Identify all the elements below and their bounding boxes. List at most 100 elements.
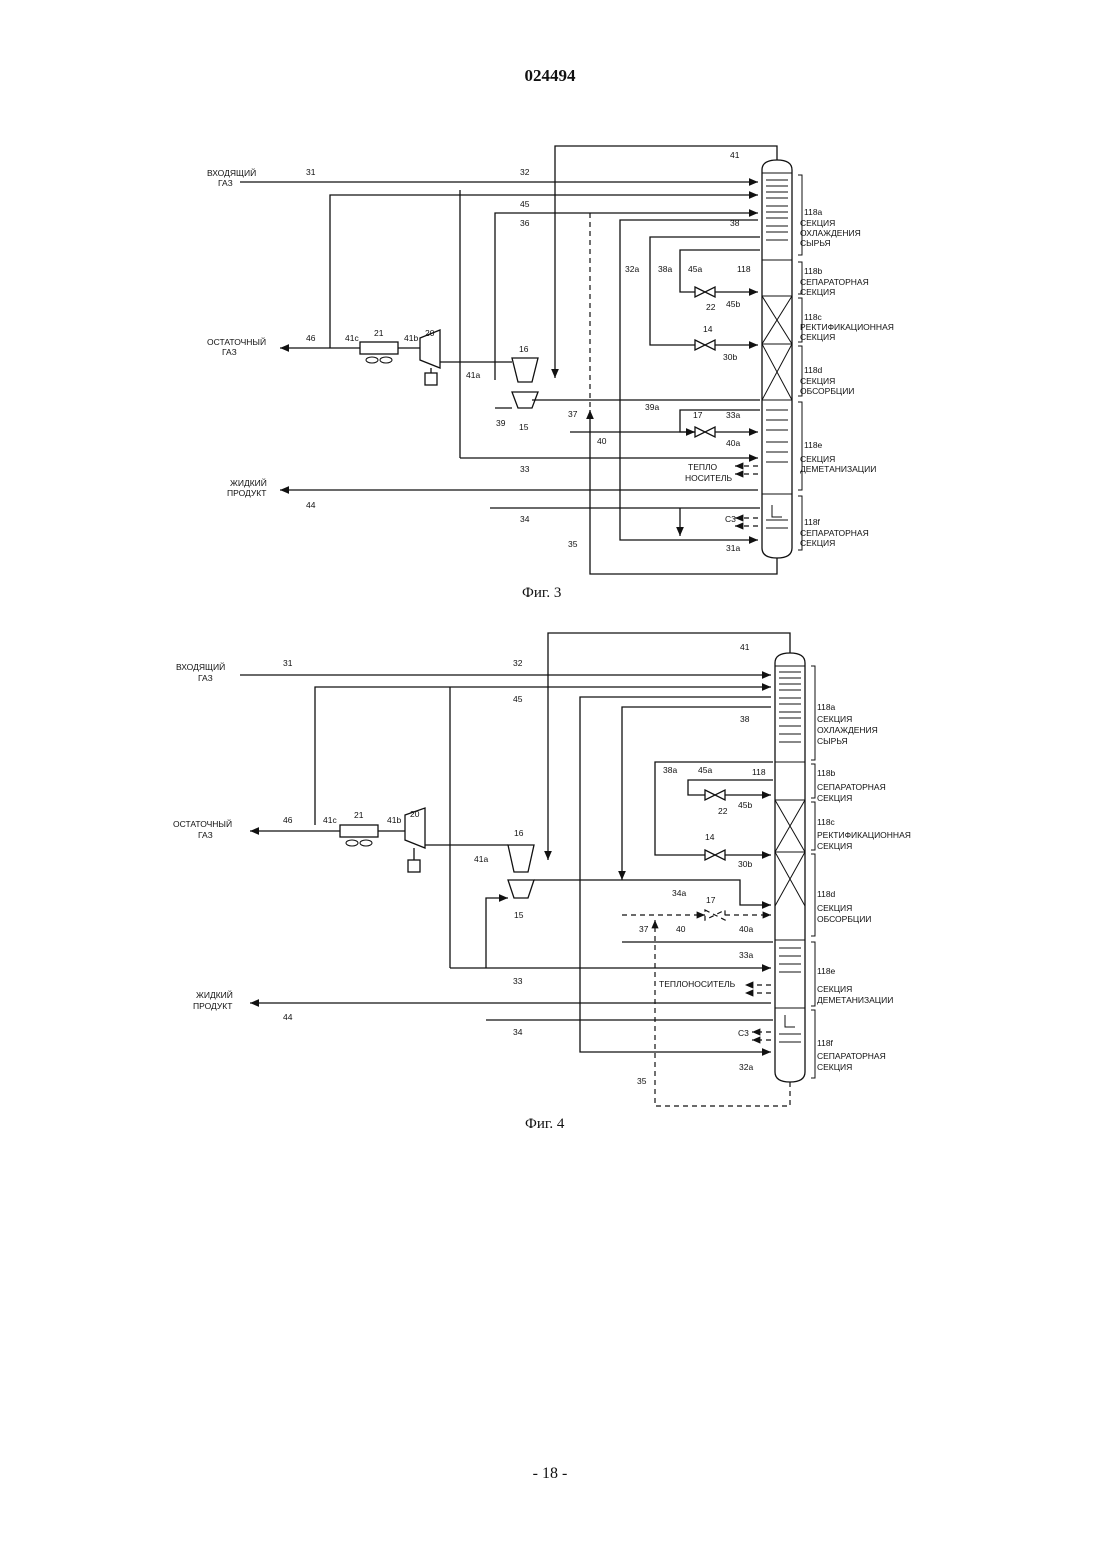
section-118e-line2: ДЕМЕТАНИЗАЦИИ [817,995,893,1005]
tag: 118 [737,264,751,274]
section-118b-id: 118b [804,266,823,276]
tag: 14 [703,324,713,334]
inlet-label-1: ВХОДЯЩИЙ [207,167,256,178]
section-118d-line1: СЕКЦИЯ [817,903,852,913]
section-118a-line1: СЕКЦИЯ [800,218,835,228]
tag: 41a [466,370,480,380]
tag: 45b [738,800,752,810]
tag: 38a [658,264,672,274]
liquid-label-1: ЖИДКИЙ [230,477,267,488]
section-118d-line2: ОБСОРБЦИИ [800,386,854,396]
section-118c-id: 118c [804,312,823,322]
liquid-label-2: ПРОДУКТ [227,488,266,498]
liquid-label-2: ПРОДУКТ [193,1001,232,1011]
c3-label: C3 [738,1028,749,1038]
tag: 40 [676,924,686,934]
liquid-label-1: ЖИДКИЙ [196,989,233,1000]
inlet-label-2: ГАЗ [218,178,233,188]
tag: 38 [740,714,750,724]
tag: 34 [513,1027,523,1037]
residue-label-2: ГАЗ [222,347,237,357]
tag: 32a [625,264,639,274]
expander-15-fig4 [508,880,534,898]
section-118e-line1: СЕКЦИЯ [800,454,835,464]
section-118f-id: 118f [817,1038,834,1048]
tag: 37 [639,924,649,934]
section-118a-id: 118a [804,207,823,217]
heat-medium-label-2: НОСИТЕЛЬ [685,473,732,483]
section-labels-fig4: 118a СЕКЦИЯ ОХЛАЖДЕНИЯ СЫРЬЯ 118b СЕПАРА… [817,702,911,1072]
tag: 15 [514,910,524,920]
section-118f-id: 118f [804,517,821,527]
section-118f-line1: СЕПАРАТОРНАЯ [800,528,869,538]
column-118-fig4 [775,653,805,1082]
valve-17-fig3 [695,427,715,437]
tag: 33 [520,464,530,474]
tag: 41b [387,815,401,825]
section-118d-id: 118d [804,365,823,375]
valve-22-fig3 [695,287,715,297]
figure-4-caption: Фиг. 4 [525,1116,565,1132]
section-118e-id: 118e [804,440,823,450]
section-118b-line2: СЕКЦИЯ [817,793,852,803]
tag: 44 [306,500,316,510]
valve-22-fig4 [705,790,725,800]
tag: 45 [513,694,523,704]
section-118a-id: 118a [817,702,836,712]
section-118a-line2: ОХЛАЖДЕНИЯ [800,228,861,238]
tag: 22 [706,302,716,312]
tag: 38 [730,218,740,228]
tag: 20 [410,809,420,819]
tag: 44 [283,1012,293,1022]
c3-label: C3 [725,514,736,524]
tag: 16 [519,344,529,354]
figure-4: ВХОДЯЩИЙ ГАЗ ОСТАТОЧНЫЙ ГАЗ ЖИДКИЙ ПРОДУ… [173,633,911,1132]
cooler-21-fig4 [340,825,378,837]
section-118b-line2: СЕКЦИЯ [800,287,835,297]
tag: 36 [520,218,530,228]
tag: 40a [726,438,740,448]
tag: 41 [740,642,750,652]
section-118f-line1: СЕПАРАТОРНАЯ [817,1051,886,1061]
tag: 41 [730,150,740,160]
valve-14-fig3 [695,340,715,350]
heat-medium-label-1: ТЕПЛО [688,462,718,472]
tag: 41c [323,815,337,825]
tag: 30b [738,859,752,869]
tag: 41a [474,854,488,864]
page-number: - 18 - [0,1465,1100,1483]
tag: 34a [672,888,686,898]
section-118a-line1: СЕКЦИЯ [817,714,852,724]
section-118a-line3: СЫРЬЯ [817,736,848,746]
section-118f-line2: СЕКЦИЯ [817,1062,852,1072]
section-118a-line3: СЫРЬЯ [800,238,831,248]
section-118e-line1: СЕКЦИЯ [817,984,852,994]
tag: 21 [374,328,384,338]
tag: 31 [306,167,316,177]
figure-3-caption: Фиг. 3 [522,585,561,601]
tag: 16 [514,828,524,838]
tag: 39 [496,418,506,428]
tag: 40a [739,924,753,934]
residue-label-2: ГАЗ [198,830,213,840]
tag: 34 [520,514,530,524]
tag: 45a [698,765,712,775]
valve-17-fig4 [705,910,725,920]
section-118d-id: 118d [817,889,836,899]
compressor-16-fig4 [508,845,534,872]
tag: 40 [597,436,607,446]
tag: 17 [693,410,703,420]
tag: 31a [726,543,740,553]
tag: 22 [718,806,728,816]
tag: 31 [283,658,293,668]
valve-14-fig4 [705,850,725,860]
tag: 30b [723,352,737,362]
tag: 21 [354,810,364,820]
section-118c-line1: РЕКТИФИКАЦИОННАЯ [800,322,894,332]
tag: 45a [688,264,702,274]
section-118c-line1: РЕКТИФИКАЦИОННАЯ [817,830,911,840]
section-braces-fig4 [811,666,815,1078]
tag: 118 [752,767,766,777]
residue-label-1: ОСТАТОЧНЫЙ [207,336,266,347]
tag: 45 [520,199,530,209]
